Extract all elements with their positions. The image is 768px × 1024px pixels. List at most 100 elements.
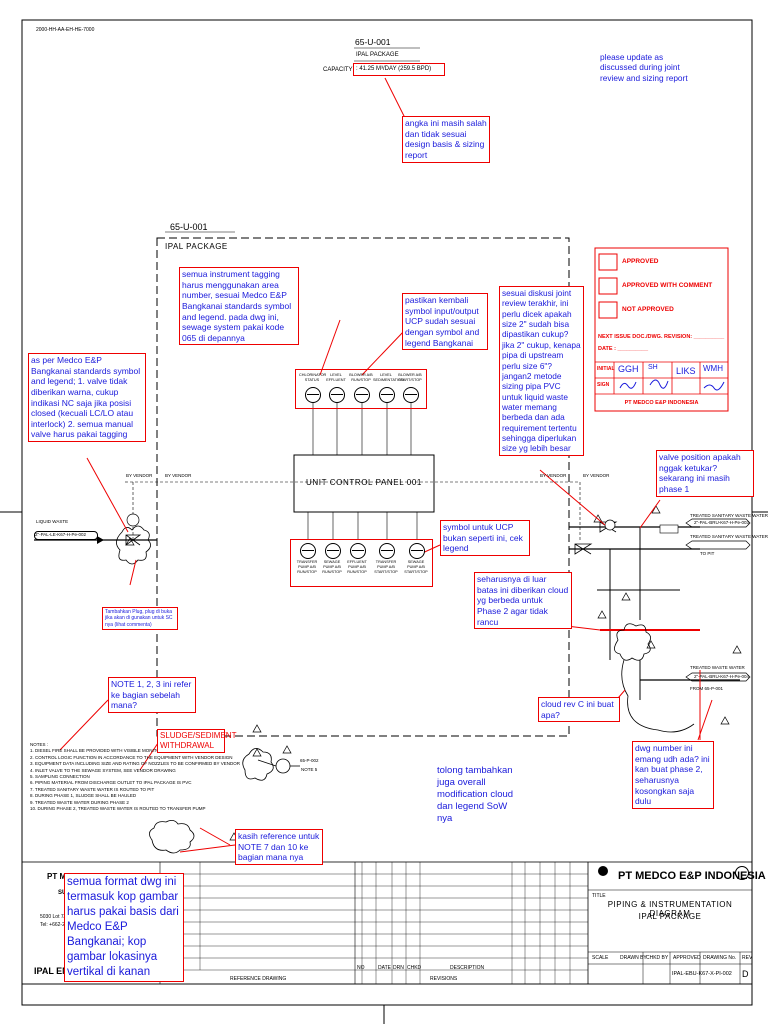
- instrument-group-highlight: [290, 539, 433, 587]
- tb-dwg-number: IPAL-EBU-K67-X-PI-002: [672, 971, 732, 977]
- tb-rev-header: DESCRIPTION: [450, 965, 485, 971]
- control-panel-label: UNIT CONTROL PANEL 001: [306, 478, 422, 487]
- instrument-label: SEWAGE PUMP A/B RUN/STOP: [322, 560, 342, 574]
- comment-update-request: please update as discussed during joint …: [600, 52, 688, 83]
- instrument-bubble: [379, 543, 395, 559]
- inlet-line-number: 2"-PAL-LE-K67-H-Pe-002: [34, 531, 98, 540]
- outlet3-line: 2"-PAL-BRU-K67-H-Pe-004: [694, 674, 750, 679]
- note-line: 7. TREATED SANITARY WASTE WATER IS ROUTE…: [30, 786, 155, 792]
- stamp-initial-label: INITIAL: [597, 366, 615, 372]
- stamp-next-issue: NEXT ISSUE DOC./DWG. REVISION: _________…: [598, 334, 725, 340]
- vendor-tag: 65-P-002: [300, 758, 319, 763]
- outlet1-label: TREATED SANITARY WASTE WATER: [690, 513, 768, 518]
- comment-note-7-10: kasih reference untuk NOTE 7 dan 10 ke b…: [235, 829, 323, 865]
- comment-sludge: SLUDGE/SEDIMENT WITHDRAWAL: [157, 729, 236, 753]
- stamp-approved: APPROVED: [622, 258, 659, 265]
- stamp-date: DATE : __________: [598, 346, 649, 352]
- instrument-bubble: [329, 387, 345, 403]
- comment-valve-legend: as per Medco E&P Bangkanai standards sym…: [28, 353, 146, 442]
- company-logo-icon: [598, 866, 608, 876]
- capacity-label: CAPACITY: [323, 67, 353, 73]
- tb-rev-header: CHKD: [407, 965, 422, 971]
- note-line: 10. DURING PHASE 2, TREATED WASTE WATER …: [30, 806, 206, 812]
- signal-label: BY VENDOR: [126, 473, 153, 478]
- approval-stamp: [594, 247, 729, 412]
- stamp-company: PT MEDCO E&P INDONESIA: [624, 400, 699, 406]
- note-line: 4. INLET VALVE TO THE SEWAGE SYSTEM, SEE…: [30, 767, 176, 773]
- instrument-bubble: [354, 387, 370, 403]
- tb-revisions: REVISIONS: [430, 976, 458, 982]
- stamp-not-approved: NOT APPROVED: [622, 306, 674, 313]
- instrument-label: CHLORINATOR STATUS: [299, 373, 327, 382]
- tb-title-label: TITLE: [592, 893, 606, 899]
- comment-note-reference: NOTE 1, 2, 3 ini refer ke bagian sebelah…: [108, 677, 196, 713]
- unit-control-panel: [293, 454, 435, 513]
- tb-title-line2: IPAL PACKAGE: [638, 912, 702, 921]
- package-boundary: [156, 237, 570, 737]
- signal-label: BY VENDOR: [165, 473, 192, 478]
- comment-capacity: angka ini masih salah dan tidak sesuai d…: [402, 116, 490, 163]
- note-line: 9. TREATED WASTE WATER DURING PHASE 2: [30, 799, 129, 805]
- stamp-sign-label: SIGN: [597, 382, 610, 388]
- instrument-bubble: [403, 387, 419, 403]
- instrument-label: TRANSFER PUMP A/B RUN/STOP: [296, 560, 318, 574]
- instrument-label: TRANSFER PUMP A/B START/STOP: [374, 560, 398, 574]
- comment-add-plug: Tambahkan Plug, plug di buka jika akan d…: [102, 607, 178, 630]
- comment-ucp-symbol: pastikan kembali symbol input/output UCP…: [402, 293, 488, 351]
- tb-scale-label: SCALE: [592, 955, 609, 961]
- stamp-initial: WMH: [703, 364, 723, 373]
- tb-title-line1: PIPING & INSTRUMENTATION DIAGRAM: [607, 900, 733, 918]
- note-line: 6. PIPING MATERIAL FROM DISCHARGE OUTLET…: [30, 780, 192, 786]
- instrument-bubble: [305, 387, 321, 403]
- note-line: 2. CONTROL LOGIC FUNCTION IN ACCORDANCE …: [30, 754, 233, 760]
- instrument-bubble: [409, 543, 425, 559]
- comment-phase2-cloud: seharusnya di luar batas ini diberikan c…: [474, 572, 572, 630]
- tb-approved-by: APPROVED: [673, 955, 701, 961]
- instrument-group-highlight: [295, 369, 427, 409]
- capacity-value: : 41.25 M³/DAY (259.5 BPD): [353, 63, 445, 76]
- note-line: 8. DURING PHASE 1, SLUDGE SHALL BE HAULE…: [30, 793, 137, 799]
- instrument-bubble: [325, 543, 341, 559]
- equipment-tag-top: 65-U-001: [355, 37, 391, 47]
- package-label-main: IPAL PACKAGE: [165, 242, 228, 251]
- instrument-label: SEWAGE PUMP A/B START/STOP: [404, 560, 428, 574]
- stamp-initial: GGH: [618, 364, 639, 374]
- tb-rev-label: REV: [742, 955, 753, 961]
- comment-instrument-tagging: semua instrument tagging harus menggunak…: [179, 267, 299, 346]
- tb-left-tel: Tel: +662-2: [40, 922, 65, 928]
- outlet1-line: 2"-PAL-BRU-K67-H-Pe-003: [694, 520, 750, 525]
- instrument-label: BLOWER A/B START/STOP: [398, 373, 422, 382]
- tb-reference: REFERENCE DRAWING: [230, 976, 287, 982]
- stamp-initial: LIKS: [676, 366, 696, 376]
- tb-drawn-by: DRAWN BY: [620, 955, 647, 961]
- tb-checked-by: CHKD BY: [646, 955, 669, 961]
- inlet-label: LIQUID WASTE: [36, 519, 69, 524]
- tb-left-company: PT M: [47, 872, 67, 881]
- signal-label: BY VENDOR: [540, 473, 567, 478]
- outlet2-dest: TO PIT: [700, 551, 715, 556]
- comment-title-block-format: semua format dwg ini termasuk kop gambar…: [64, 873, 184, 982]
- package-label-top: IPAL PACKAGE: [356, 52, 399, 58]
- tb-left-address: 5030 Lot 7/: [40, 914, 66, 920]
- equipment-tag-main: 65-U-001: [170, 222, 208, 232]
- tb-sheet: D: [742, 969, 749, 979]
- comment-dwg-number: dwg number ini emang udh ada? ini kan bu…: [632, 741, 714, 809]
- medco-logo-icon: [735, 866, 749, 880]
- tb-rev-header: DRN: [393, 965, 404, 971]
- instrument-bubble: [350, 543, 366, 559]
- tb-rev-header: DATE: [378, 965, 391, 971]
- instrument-label: EFFLUENT PUMP A/B RUN/STOP: [347, 560, 367, 574]
- note-line: 5. SAMPLING CONNECTION: [30, 774, 90, 780]
- instrument-label: LEVEL EFFLUENT: [326, 373, 346, 382]
- instrument-label: BLOWER A/B RUN/STOP: [349, 373, 373, 382]
- corner-tag: 2000-HH-AA-EH-HE-7000: [36, 27, 95, 33]
- tb-dwg-no-label: DRAWING No.: [703, 955, 737, 961]
- note-line: 1. DIESEL FIRE SHALL BE PROVIDED WITH VI…: [30, 748, 172, 754]
- signal-label: BY VENDOR: [583, 473, 610, 478]
- outlet3-from: FROM 65-P-001: [690, 686, 724, 691]
- note-line: 3. EQUIPMENT DATA INCLUDING SIZE AND RAT…: [30, 761, 240, 767]
- comment-overall-cloud: tolong tambahkan juga overall modificati…: [437, 765, 514, 824]
- tb-company: PT MEDCO E&P INDONESIA: [618, 870, 766, 882]
- stamp-approved-comment: APPROVED WITH COMMENT: [622, 282, 713, 289]
